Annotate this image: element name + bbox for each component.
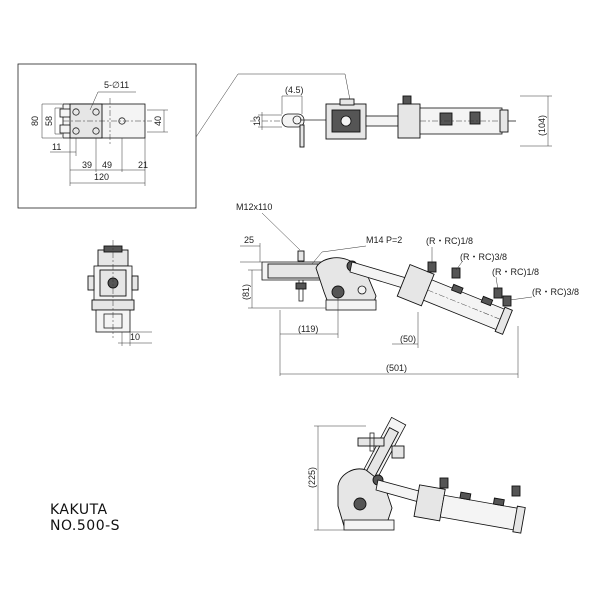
brand-title: KAKUTA [50, 502, 108, 518]
dim-25: 25 [244, 235, 254, 245]
detail-frame [17, 63, 197, 209]
hole-callout: 5-∅11 [104, 80, 129, 90]
dim-39: 39 [82, 160, 92, 170]
dim-81: (81) [241, 284, 251, 300]
model-title: NO.500-S [50, 518, 120, 534]
side-view: M12x110 M14 P=2 (R・RC)1/8 (R・RC)3/8 (R・R… [236, 202, 579, 378]
top-view: (4.5) 13 (104) [250, 85, 552, 148]
dim-49: 49 [102, 160, 112, 170]
open-view: (225) [307, 416, 526, 534]
dim-58: 58 [44, 116, 54, 126]
dim-50: (50) [400, 334, 416, 344]
detail-leader-line [195, 73, 351, 138]
base-detail-view: 5-∅11 80 58 40 11 39 49 21 120 [17, 63, 351, 209]
dim-225: (225) [307, 467, 317, 488]
base-plate-drawing [42, 98, 168, 145]
dim-13: 13 [252, 116, 262, 126]
dim-40: 40 [153, 116, 163, 126]
label-m14-p2: M14 P=2 [366, 235, 402, 245]
dim-4-5: (4.5) [285, 85, 304, 95]
label-port-1-8-a: (R・RC)1/8 [426, 236, 473, 246]
dim-11: 11 [52, 142, 61, 152]
label-port-1-8-b: (R・RC)1/8 [492, 267, 539, 277]
dim-80: 80 [30, 116, 40, 126]
dim-10: 10 [130, 332, 140, 342]
label-m12x110: M12x110 [236, 202, 272, 212]
label-port-3-8-b: (R・RC)3/8 [532, 287, 579, 297]
label-port-3-8-a: (R・RC)3/8 [460, 252, 507, 262]
dim-120: 120 [94, 172, 109, 182]
dim-501: (501) [386, 363, 407, 373]
dim-21: 21 [138, 160, 148, 170]
dim-104: (104) [537, 115, 547, 136]
end-view: 10 [87, 240, 152, 346]
dim-119: (119) [298, 324, 318, 334]
